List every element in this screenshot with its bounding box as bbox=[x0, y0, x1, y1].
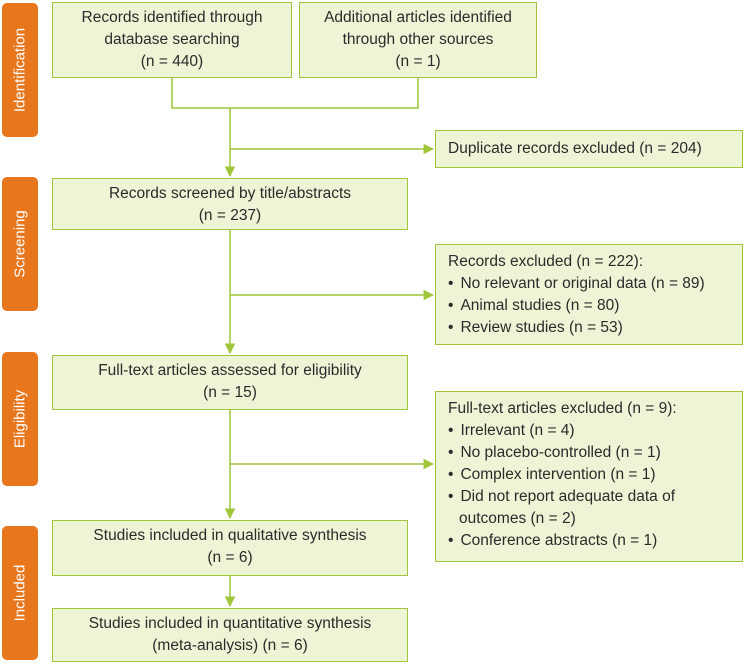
duplicates-text: Duplicate records excluded (n = 204) bbox=[448, 140, 702, 157]
other-sources-count: (n = 1) bbox=[395, 53, 441, 70]
phase-included: Included bbox=[2, 526, 38, 660]
fulltext-assessed-count: (n = 15) bbox=[203, 384, 257, 401]
fulltext-assessed-line-1: Full-text articles assessed for eligibil… bbox=[98, 362, 362, 379]
records-excluded-item: Review studies (n = 53) bbox=[448, 317, 732, 339]
records-excluded-box: Records excluded (n = 222): No relevant … bbox=[435, 244, 743, 345]
fulltext-excluded-box: Full-text articles excluded (n = 9): Irr… bbox=[435, 391, 743, 562]
database-search-count: (n = 440) bbox=[140, 53, 204, 70]
quantitative-synthesis-box: Studies included in quantitative synthes… bbox=[52, 608, 408, 662]
screened-count: (n = 237) bbox=[198, 207, 262, 224]
quantitative-count: (meta-analysis) (n = 6) bbox=[152, 637, 308, 654]
fulltext-assessed-box: Full-text articles assessed for eligibil… bbox=[52, 355, 408, 410]
duplicates-box: Duplicate records excluded (n = 204) bbox=[435, 130, 743, 168]
phase-screening: Screening bbox=[2, 177, 38, 311]
qualitative-synthesis-box: Studies included in qualitative synthesi… bbox=[52, 520, 408, 576]
other-sources-line-2: through other sources bbox=[342, 31, 494, 48]
qualitative-line-1: Studies included in qualitative synthesi… bbox=[93, 527, 367, 544]
database-search-line-2: database searching bbox=[104, 31, 240, 48]
qualitative-count: (n = 6) bbox=[207, 549, 253, 566]
database-search-line-1: Records identified through bbox=[81, 9, 263, 26]
records-excluded-title: Records excluded (n = 222): bbox=[448, 253, 644, 270]
database-search-box: Records identified through database sear… bbox=[52, 2, 292, 78]
other-sources-box: Additional articles identified through o… bbox=[299, 2, 537, 78]
fulltext-excluded-item: Conference abstracts (n = 1) bbox=[448, 530, 732, 552]
fulltext-excluded-item: Did not report adequate data of bbox=[448, 486, 732, 508]
fulltext-excluded-item: No placebo-controlled (n = 1) bbox=[448, 442, 732, 464]
quantitative-line-1: Studies included in quantitative synthes… bbox=[88, 615, 372, 632]
fulltext-excluded-item: Irrelevant (n = 4) bbox=[448, 420, 732, 442]
other-sources-line-1: Additional articles identified bbox=[324, 9, 512, 26]
fulltext-excluded-item-continuation: outcomes (n = 2) bbox=[459, 510, 576, 527]
sources-merge-line bbox=[171, 78, 419, 109]
screened-line-1: Records screened by title/abstracts bbox=[108, 185, 352, 202]
phase-eligibility: Eligibility bbox=[2, 352, 38, 486]
records-excluded-item: Animal studies (n = 80) bbox=[448, 295, 732, 317]
records-excluded-item: No relevant or original data (n = 89) bbox=[448, 273, 732, 295]
screened-box: Records screened by title/abstracts (n =… bbox=[52, 178, 408, 230]
fulltext-excluded-item: Complex intervention (n = 1) bbox=[448, 464, 732, 486]
fulltext-excluded-title: Full-text articles excluded (n = 9): bbox=[448, 400, 677, 417]
phase-identification: Identification bbox=[2, 3, 38, 137]
